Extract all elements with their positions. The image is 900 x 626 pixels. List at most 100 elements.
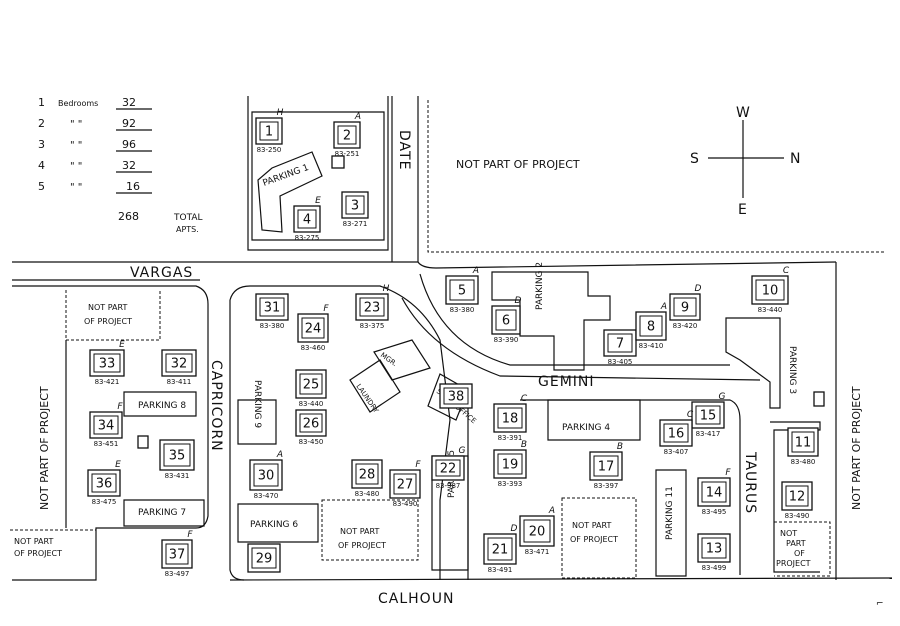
building-18-type-letter: C xyxy=(521,394,528,404)
street-capricorn: CAPRICORN xyxy=(208,360,224,452)
building-20-number: 20 xyxy=(529,525,546,540)
building-17-outline xyxy=(589,451,623,481)
building-15-inner xyxy=(695,405,721,425)
building-36-code: 83-475 xyxy=(92,498,117,506)
building-2-code: 83-251 xyxy=(335,150,360,158)
building-28-code: 83-480 xyxy=(355,490,380,498)
building-22-type-letter: G xyxy=(459,446,466,456)
building-9-number: 9 xyxy=(681,301,689,316)
building-6-inner xyxy=(495,309,517,331)
left-top-not-part-2: OF PROJECT xyxy=(84,317,132,326)
building-20-code: 83-471 xyxy=(525,548,550,556)
street-calhoun: CALHOUN xyxy=(378,591,454,607)
compass-south: S xyxy=(690,151,699,167)
building-18-inner xyxy=(497,407,523,429)
building-36-type-letter: E xyxy=(115,460,121,470)
building-29-outline xyxy=(247,543,281,573)
building-26-number: 26 xyxy=(303,417,320,432)
building-25-number: 25 xyxy=(303,378,320,393)
building-21-code: 83-491 xyxy=(488,566,513,574)
building-3-inner xyxy=(345,195,365,215)
building-34-type-letter: F xyxy=(117,402,123,412)
parking-11-label: PARKING 11 xyxy=(665,486,675,540)
bottom-left-not-part-2: OF PROJECT xyxy=(14,549,62,558)
building-38-inner xyxy=(443,387,469,405)
legend-total-label-2: APTS. xyxy=(176,225,199,234)
building-22-code: 83-387 xyxy=(436,482,461,490)
building-12-number: 12 xyxy=(789,490,806,505)
building-35-inner xyxy=(163,443,191,467)
building-5-type-letter: A xyxy=(472,266,479,276)
building-24-code: 83-460 xyxy=(301,344,326,352)
building-15-type-letter: G xyxy=(719,392,726,402)
building-8-code: 83-410 xyxy=(639,342,664,350)
legend-row-4-label: " " xyxy=(70,161,82,172)
building-27-outline xyxy=(389,469,421,499)
pool xyxy=(331,155,345,169)
building-27-type-letter: F xyxy=(415,460,421,470)
building-6-outline xyxy=(491,305,521,335)
building-28-inner xyxy=(355,463,379,485)
building-22-number: 22 xyxy=(440,462,457,477)
legend-total-count: 268 xyxy=(118,210,139,223)
compass-east: E xyxy=(738,202,747,218)
building-33-number: 33 xyxy=(99,357,116,372)
compass-north: N xyxy=(790,151,800,167)
legend-row-4-count: 32 xyxy=(122,159,136,172)
building-13-number: 13 xyxy=(706,542,723,557)
building-30-inner xyxy=(253,463,279,487)
bottom-left-not-part-1: NOT PART xyxy=(14,537,53,546)
building-11-inner xyxy=(791,431,815,453)
legend-row-3-count: 96 xyxy=(122,138,136,151)
right-side-not-part: NOT PART OF PROJECT xyxy=(850,386,863,510)
building-28-outline xyxy=(351,459,383,489)
building-18-outline xyxy=(493,403,527,433)
legend-row-3-label: " " xyxy=(70,140,82,151)
building-7-code: 83-405 xyxy=(608,358,633,366)
building-8-outline xyxy=(635,311,667,341)
building-14-inner xyxy=(701,481,727,503)
legend-row-1-count: 32 xyxy=(122,96,136,109)
building-37-inner xyxy=(165,543,189,565)
building-33-inner xyxy=(93,353,121,373)
building-8-type-letter: A xyxy=(660,302,667,312)
building-30-number: 30 xyxy=(258,469,275,484)
building-29-inner xyxy=(251,547,277,569)
parking-9-label: PARKING 9 xyxy=(252,380,262,428)
bottom-mid-not-part-2: OF PROJECT xyxy=(338,541,386,550)
building-32-inner xyxy=(165,353,193,373)
legend-row-4-num: 4 xyxy=(38,159,45,172)
legend-total-label: TOTAL xyxy=(173,213,203,223)
building-37-number: 37 xyxy=(169,548,186,563)
building-5-outline xyxy=(445,275,479,305)
building-11-number: 11 xyxy=(795,436,812,451)
corner-mark: ⌐ xyxy=(876,599,884,609)
building-19-type-letter: B xyxy=(521,440,527,450)
legend-row-2-label: " " xyxy=(70,119,82,130)
building-4-inner xyxy=(297,209,317,229)
building-34-inner xyxy=(93,415,119,435)
building-31-number: 31 xyxy=(264,301,281,316)
building-2-type-letter: A xyxy=(354,112,361,122)
building-25-inner xyxy=(299,373,323,395)
left-top-not-part-1: NOT PART xyxy=(88,303,127,312)
building-30-outline xyxy=(249,459,283,491)
legend-row-3-num: 3 xyxy=(38,138,45,151)
building-18-code: 83-391 xyxy=(498,434,523,442)
